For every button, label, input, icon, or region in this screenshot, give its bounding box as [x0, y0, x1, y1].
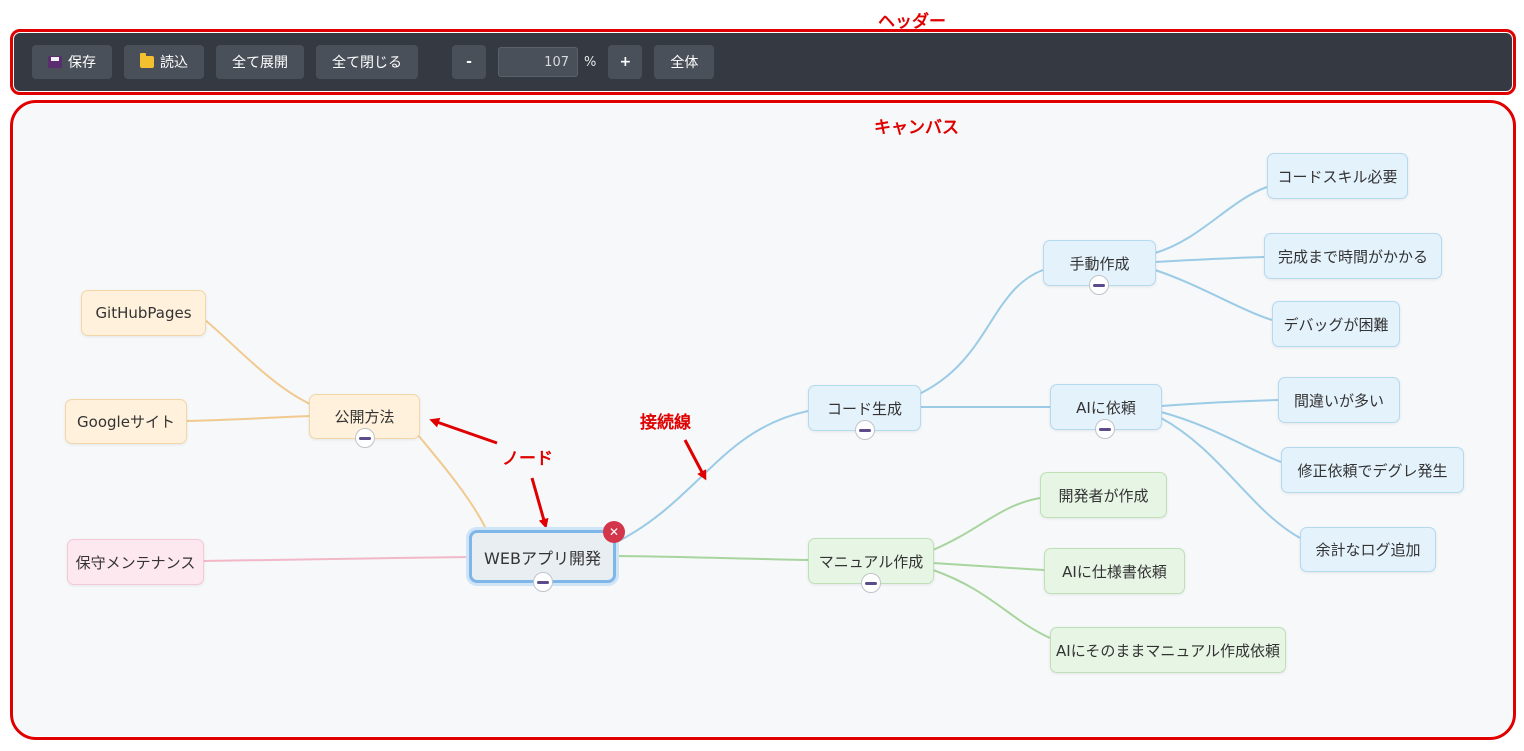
- collapse-root-button[interactable]: [533, 572, 553, 592]
- collapse-publish-method-button[interactable]: [355, 428, 375, 448]
- node-ai-spec-request[interactable]: AIに仕様書依頼: [1044, 548, 1185, 594]
- fit-all-button[interactable]: 全体: [654, 45, 715, 79]
- collapse-code-generation-button[interactable]: [855, 420, 875, 440]
- zoom-percent-label: %: [584, 54, 597, 70]
- node-extra-logs[interactable]: 余計なログ追加: [1300, 527, 1436, 572]
- edge-manualdoc-spec: [932, 562, 1045, 571]
- edge-root-manualdoc: [614, 555, 809, 561]
- node-fix-regression[interactable]: 修正依頼でデグレ発生: [1281, 447, 1464, 493]
- node-time-consuming[interactable]: 完成まで時間がかかる: [1264, 233, 1442, 279]
- node-google-sites[interactable]: Googleサイト: [65, 399, 187, 444]
- node-coding-skill[interactable]: コードスキル必要: [1267, 153, 1408, 199]
- delete-node-icon[interactable]: ✕: [603, 521, 625, 543]
- folder-icon: [140, 53, 154, 68]
- save-button-label: 保存: [68, 55, 96, 71]
- node-callout-label: ノード: [502, 449, 553, 469]
- header-callout-label: ヘッダー: [878, 12, 946, 32]
- annotation-arrow-node-down: [530, 477, 549, 529]
- annotation-arrow-edge: [683, 439, 707, 481]
- canvas-callout-frame: [10, 100, 1516, 740]
- edge-manual-debug: [1154, 269, 1273, 321]
- edge-root-code: [614, 410, 809, 544]
- zoom-out-button[interactable]: -: [452, 45, 486, 79]
- toolbar: 保存 読込 全て展開 全て閉じる - 107 % + 全体: [14, 33, 1512, 91]
- floppy-disk-icon: [48, 56, 62, 68]
- save-button[interactable]: 保存: [32, 45, 112, 79]
- canvas-callout-label: キャンバス: [874, 118, 959, 138]
- zoom-input[interactable]: 107: [498, 47, 578, 77]
- edge-manual-skill: [1154, 186, 1268, 254]
- node-ai-manual-request[interactable]: AIにそのままマニュアル作成依頼: [1050, 627, 1286, 673]
- node-developer-creates[interactable]: 開発者が作成: [1040, 472, 1167, 518]
- load-button-label: 読込: [160, 55, 188, 71]
- edge-publish-github: [204, 319, 311, 405]
- collapse-all-button[interactable]: 全て閉じる: [316, 45, 418, 79]
- collapse-manual-creation-button[interactable]: [1089, 275, 1109, 295]
- header-callout-frame: [10, 29, 1516, 95]
- node-debug-difficult[interactable]: デバッグが困難: [1272, 301, 1400, 347]
- edge-root-publish: [417, 434, 488, 532]
- node-code-generation[interactable]: コード生成: [808, 385, 921, 431]
- edge-callout-label: 接続線: [640, 413, 691, 433]
- edge-ai-regression: [1160, 411, 1282, 463]
- edge-manual-time: [1154, 256, 1265, 263]
- edge-ai-mistakes: [1160, 399, 1279, 407]
- edge-manualdoc-aimanual: [932, 569, 1051, 639]
- expand-all-button[interactable]: 全て展開: [216, 45, 304, 79]
- edge-root-maintenance: [202, 556, 471, 562]
- load-button[interactable]: 読込: [124, 45, 204, 79]
- edge-publish-google: [185, 415, 311, 422]
- node-maintenance[interactable]: 保守メンテナンス: [67, 539, 204, 585]
- node-many-mistakes[interactable]: 間違いが多い: [1278, 377, 1400, 423]
- edge-ai-logs: [1160, 417, 1301, 539]
- node-github-pages[interactable]: GitHubPages: [81, 290, 206, 336]
- annotation-arrow-node-left: [429, 417, 498, 445]
- zoom-in-button[interactable]: +: [608, 45, 643, 79]
- edge-code-manual: [918, 269, 1044, 395]
- collapse-manual-doc-button[interactable]: [861, 573, 881, 593]
- edge-manualdoc-developer: [932, 497, 1041, 551]
- collapse-ai-request-button[interactable]: [1095, 419, 1115, 439]
